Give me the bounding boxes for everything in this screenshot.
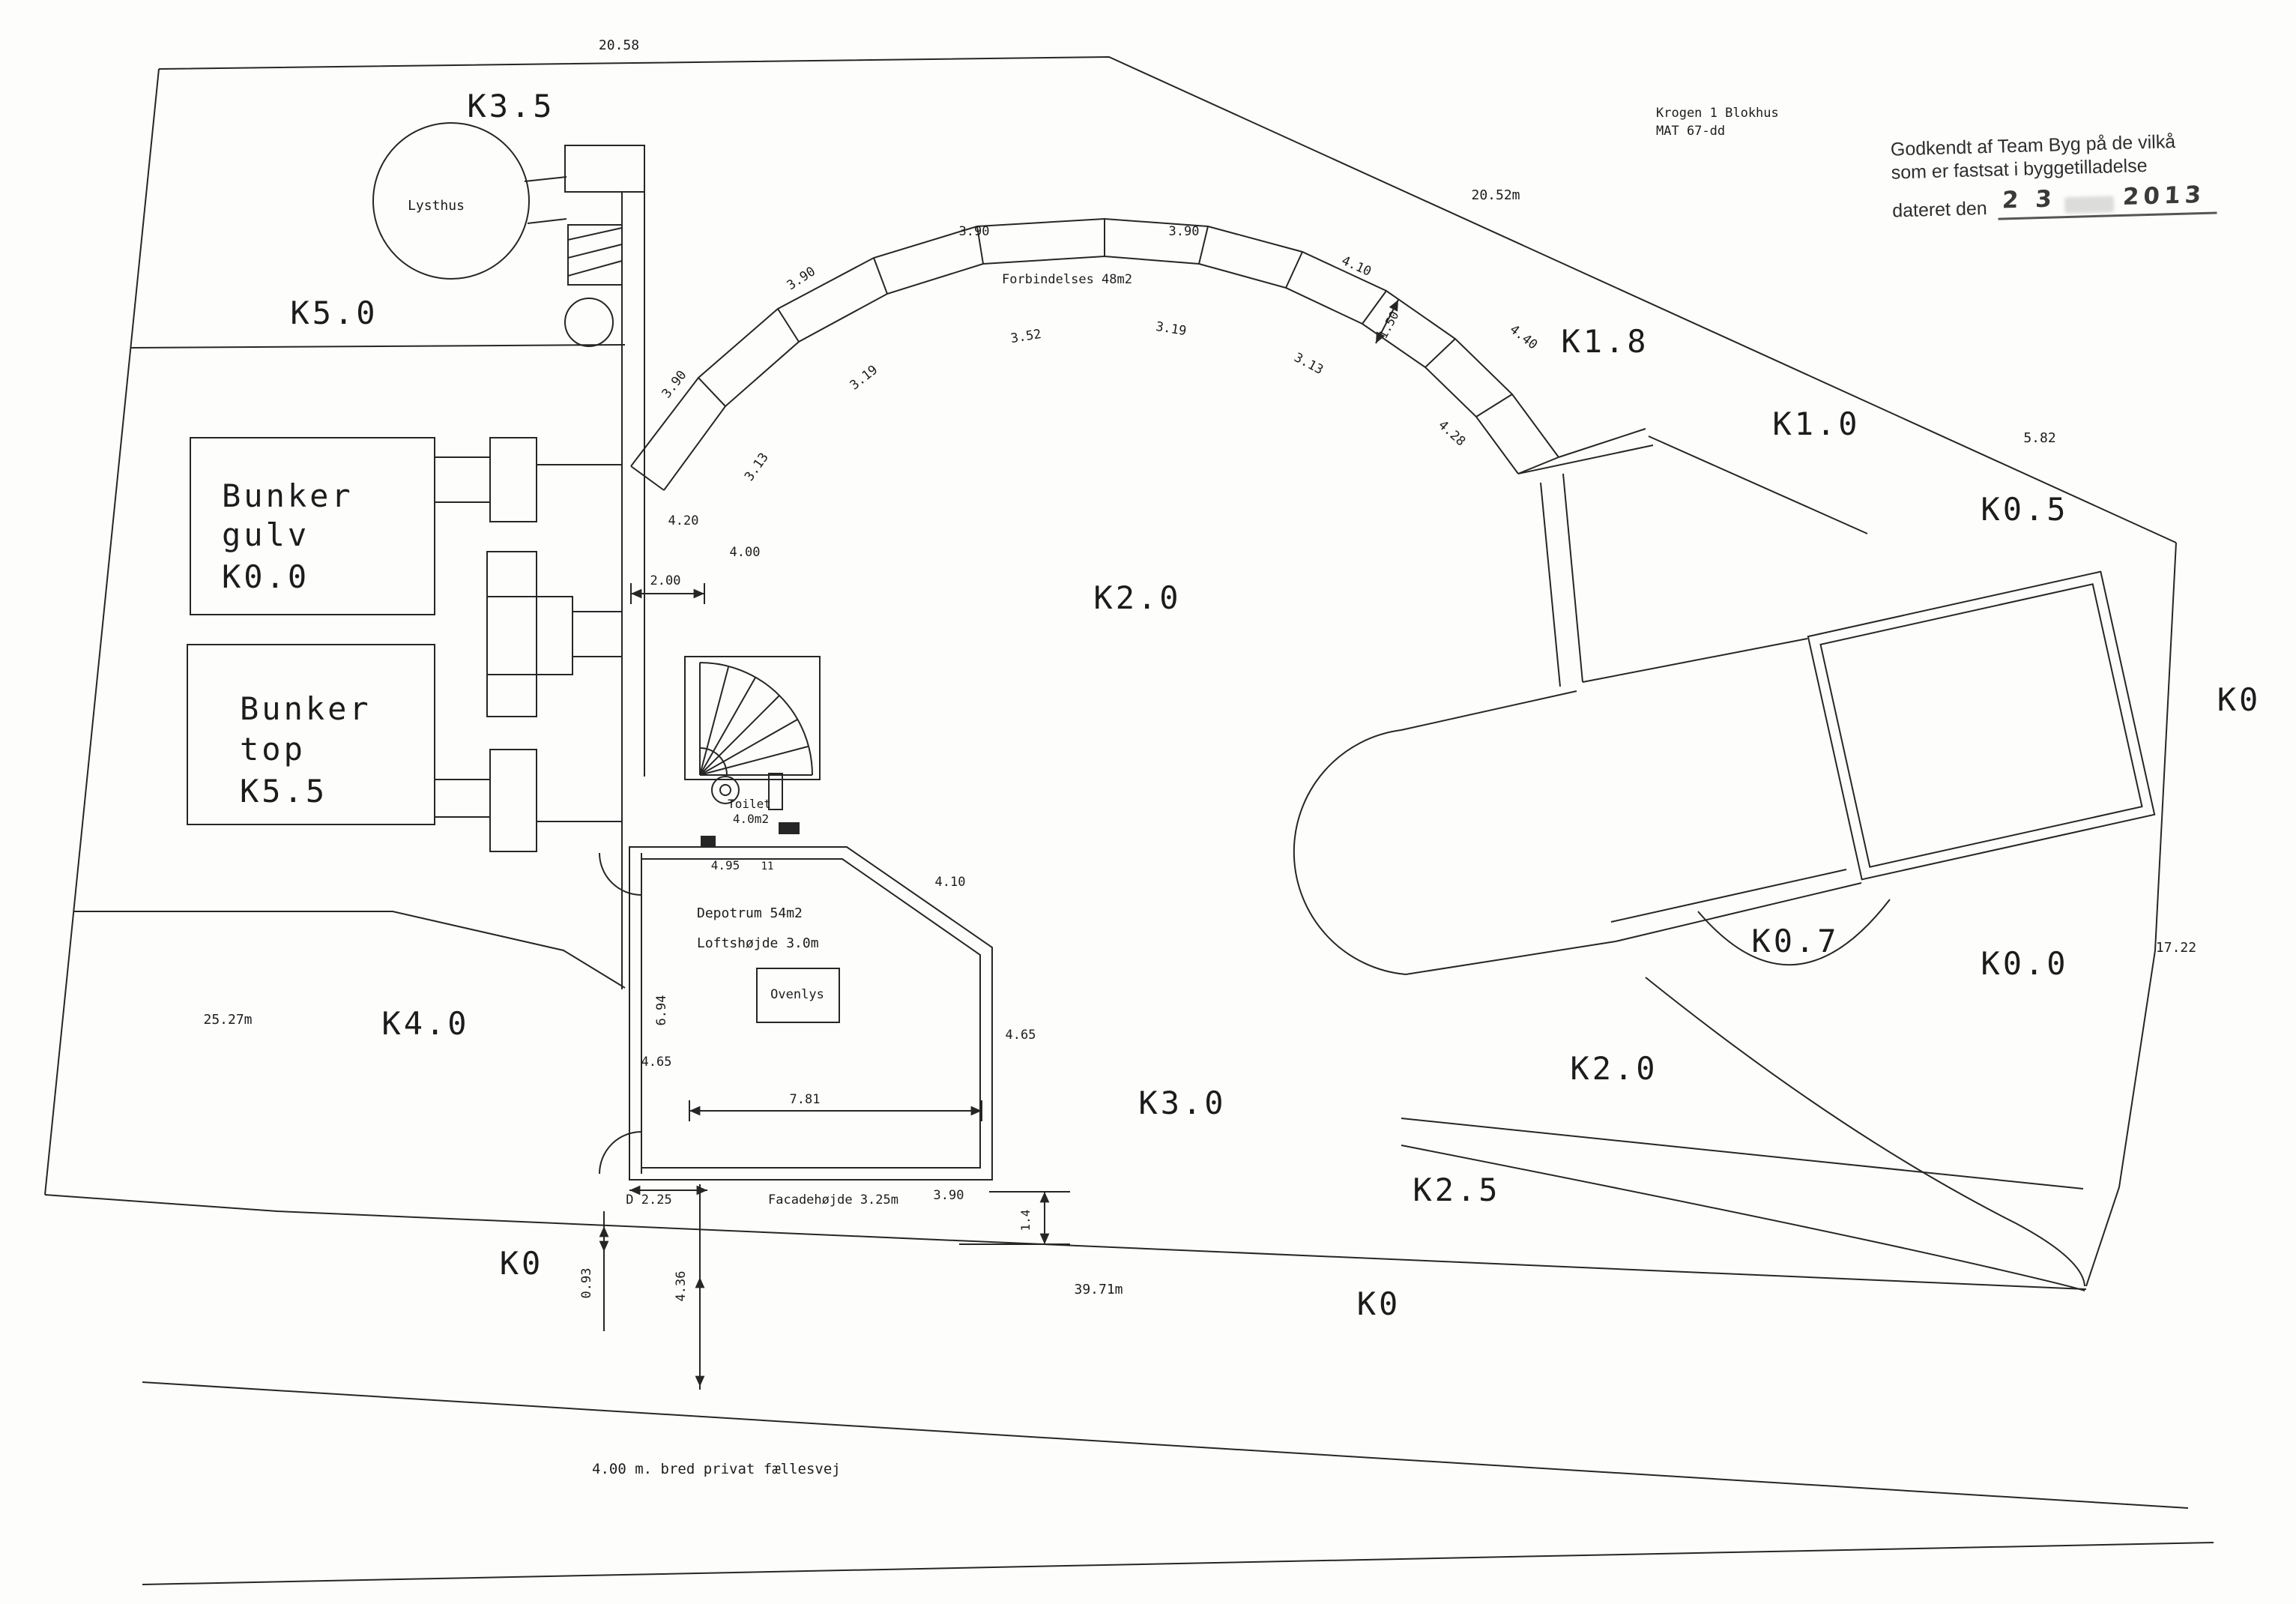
seg-390-c: 3.90 bbox=[785, 264, 818, 293]
level-k0-7: K0.7 bbox=[1751, 923, 1839, 959]
terrain-contours-southeast bbox=[1401, 977, 2085, 1291]
seg-390-a: 3.90 bbox=[959, 224, 990, 239]
dim-781: 7.81 bbox=[790, 1092, 821, 1107]
dim-3971m: 39.71m bbox=[1074, 1282, 1123, 1297]
lysthus-circle bbox=[372, 122, 530, 280]
dim-410-b: 4.10 bbox=[935, 875, 966, 890]
dimension-lines bbox=[599, 583, 1070, 1390]
bunker-top-box bbox=[187, 644, 435, 825]
dim-465-a: 4.65 bbox=[641, 1055, 672, 1070]
level-k0-0: K0.0 bbox=[1981, 945, 2068, 982]
level-k3-5: K3.5 bbox=[467, 88, 555, 124]
dim-150: 1.50 bbox=[1376, 309, 1402, 341]
bunker-top-line2: top bbox=[240, 731, 306, 768]
dim-2527m: 25.27m bbox=[203, 1012, 252, 1028]
seg-319-b: 3.19 bbox=[1155, 319, 1188, 339]
ovenlys-label: Ovenlys bbox=[770, 987, 824, 1002]
level-k4-0: K4.0 bbox=[381, 1005, 469, 1042]
east-garden-structures bbox=[1293, 428, 2156, 975]
level-k2-0-main: K2.0 bbox=[1093, 579, 1181, 616]
level-k0-sw: K0 bbox=[500, 1245, 544, 1282]
spiral-stair bbox=[684, 656, 821, 780]
stamp-date-prefix: dateret den bbox=[1891, 198, 1988, 222]
bunker-gulv-line1: Bunker bbox=[222, 477, 354, 514]
stamp-date-year: 2013 bbox=[2122, 181, 2207, 211]
dim-390-e: 3.90 bbox=[934, 1188, 964, 1203]
door-swing-top bbox=[599, 852, 642, 896]
depot-room bbox=[599, 846, 993, 1181]
seg-390-b: 3.90 bbox=[1169, 224, 1200, 239]
title-line-1: Krogen 1 Blokhus bbox=[1656, 106, 1779, 121]
k07-contour-arc bbox=[1697, 899, 1891, 966]
seg-313-b: 3.13 bbox=[742, 450, 772, 484]
corridor-width-dim bbox=[1375, 299, 1399, 344]
dim-465-b: 4.65 bbox=[1006, 1028, 1036, 1043]
dim-d225: D 2.25 bbox=[626, 1193, 671, 1207]
bunker-gulv-line3: K0.0 bbox=[222, 558, 309, 595]
level-k5-0: K5.0 bbox=[290, 295, 378, 331]
road-lines bbox=[142, 1381, 2214, 1585]
facade-label: Facadehøjde 3.25m bbox=[768, 1193, 898, 1207]
level-k2-5: K2.5 bbox=[1413, 1172, 1500, 1208]
dim-11: 11 bbox=[761, 860, 774, 872]
main-house-wall bbox=[564, 145, 645, 989]
dim-2052m: 20.52m bbox=[1471, 187, 1520, 203]
level-k0-s: K0 bbox=[1357, 1285, 1401, 1322]
dim-top-2058: 20.58 bbox=[599, 37, 639, 53]
level-k3-0: K3.0 bbox=[1138, 1085, 1226, 1121]
terrain-lines-left bbox=[73, 344, 626, 989]
corridor-label: Forbindelses 48m2 bbox=[1002, 272, 1132, 287]
level-k1-8: K1.8 bbox=[1561, 323, 1649, 360]
level-k0-5: K0.5 bbox=[1981, 491, 2068, 528]
dim-582: 5.82 bbox=[2023, 430, 2055, 446]
toilet-line1: Toilet bbox=[728, 797, 771, 811]
seg-428: 4.28 bbox=[1435, 417, 1468, 449]
seg-319-a: 3.19 bbox=[848, 363, 881, 394]
dim-400: 4.00 bbox=[730, 545, 761, 560]
bunker-top-line1: Bunker bbox=[240, 690, 372, 727]
lysthus-pavilion bbox=[372, 122, 567, 280]
ovenlys-skylight bbox=[756, 968, 840, 1023]
depot-line1: Depotrum 54m2 bbox=[697, 905, 803, 921]
dim-694: 6.94 bbox=[654, 995, 669, 1026]
seg-410: 4.10 bbox=[1339, 253, 1374, 280]
bunker-gulv-box bbox=[190, 437, 435, 615]
level-k2-0-b: K2.0 bbox=[1570, 1050, 1658, 1087]
seg-313-a: 3.13 bbox=[1292, 350, 1326, 378]
dim-495: 4.95 bbox=[711, 858, 740, 872]
dim-200: 2.00 bbox=[650, 573, 681, 588]
bunker-structures bbox=[187, 437, 622, 852]
dim-420: 4.20 bbox=[668, 513, 699, 528]
title-line-2: MAT 67-dd bbox=[1656, 124, 1725, 139]
toilet-fixtures bbox=[701, 773, 800, 848]
seg-352: 3.52 bbox=[1009, 327, 1042, 346]
property-boundary bbox=[44, 55, 2177, 1290]
depot-line2: Loftshøjde 3.0m bbox=[697, 935, 819, 951]
stamp-date-day: 2 3 bbox=[2001, 185, 2057, 214]
level-k1-0: K1.0 bbox=[1772, 405, 1860, 442]
toilet-line2: 4.0m2 bbox=[733, 812, 769, 826]
stamp-date: 2 3 2013 bbox=[1996, 181, 2217, 220]
seg-440: 4.40 bbox=[1507, 322, 1541, 353]
dim-14: 1.4 bbox=[1018, 1210, 1033, 1231]
approval-stamp: Godkendt af Team Byg på de vilkå som er … bbox=[1891, 128, 2245, 223]
level-k0-right: K0 bbox=[2217, 681, 2262, 718]
door-swing-bottom bbox=[599, 1131, 642, 1175]
stamp-date-smudge bbox=[2064, 196, 2115, 214]
rotated-annex bbox=[1807, 570, 2156, 881]
stair-hatch bbox=[567, 224, 623, 286]
lysthus-label: Lysthus bbox=[408, 198, 465, 214]
bunker-top-line3: K5.5 bbox=[240, 773, 327, 809]
wall-circle-detail bbox=[564, 298, 614, 347]
dim-1722: 17.22 bbox=[2156, 940, 2196, 956]
bunker-gulv-line2: gulv bbox=[222, 516, 309, 553]
road-label: 4.00 m. bred privat fællesvej bbox=[592, 1461, 841, 1477]
dim-436: 4.36 bbox=[674, 1271, 689, 1302]
dim-093: 0.93 bbox=[579, 1268, 594, 1299]
connection-corridor bbox=[630, 217, 1559, 491]
